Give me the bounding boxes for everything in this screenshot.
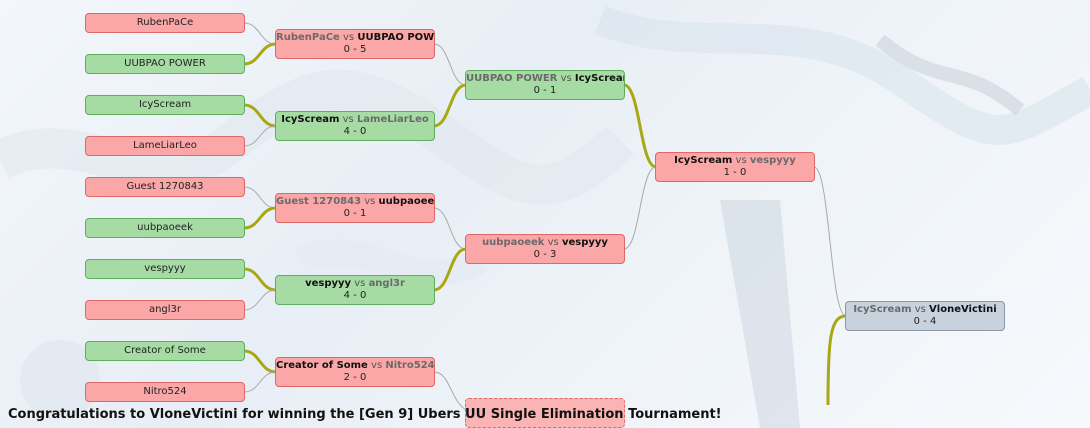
match-score: 0 - 3 — [533, 249, 557, 260]
match-left-player: UUBPAO POWER — [466, 73, 558, 84]
wire-p7 — [243, 267, 277, 292]
wire-r1m2 — [433, 83, 467, 128]
match-players: uubpaoeek vs vespyyy — [466, 237, 624, 249]
match-players: IcyScream vs VloneVictini — [846, 304, 1004, 316]
match-right-player: IcyScream — [574, 73, 624, 84]
wire-p6 — [243, 206, 277, 230]
match-left-player: vespyyy — [305, 278, 352, 289]
match-box[interactable]: vespyyy vs angl3r 4 - 0 — [275, 275, 435, 305]
match-score: 0 - 5 — [343, 44, 367, 55]
match-left-player: uubpaoeek — [482, 237, 545, 248]
wire-p4 — [243, 125, 277, 147]
congratulations-message: Congratulations to VloneVictini for winn… — [8, 407, 722, 422]
match-right-player: angl3r — [368, 278, 405, 289]
match-players: vespyyy vs angl3r — [276, 278, 434, 290]
match-vs: vs — [343, 32, 355, 43]
wire-r2m2 — [623, 166, 657, 250]
wire-r1m1 — [433, 43, 467, 86]
match-score: 4 - 0 — [343, 290, 367, 301]
player-name: Nitro524 — [143, 386, 187, 397]
match-right-player: vespyyy — [749, 155, 796, 166]
match-box[interactable]: Guest 1270843 vs uubpaoeek 0 - 1 — [275, 193, 435, 223]
wire-final-lower — [826, 314, 847, 406]
player-name: angl3r — [148, 304, 182, 315]
match-box-pending[interactable] — [465, 398, 625, 428]
match-right-player: Nitro524 — [385, 360, 435, 371]
player-box[interactable]: uubpaoeek — [85, 218, 245, 238]
match-players: Guest 1270843 vs uubpaoeek — [276, 196, 434, 208]
wire-p10 — [243, 371, 277, 393]
wire-r1m4 — [433, 247, 467, 292]
match-box[interactable]: UUBPAO POWER vs IcyScream 0 - 1 — [465, 70, 625, 100]
player-box[interactable]: IcyScream — [85, 95, 245, 115]
final-match-box[interactable]: IcyScream vs VloneVictini 0 - 4 — [845, 301, 1005, 331]
player-box[interactable]: UUBPAO POWER — [85, 54, 245, 74]
player-name: vespyyy — [144, 263, 186, 274]
match-score: 0 - 1 — [343, 208, 367, 219]
match-score: 2 - 0 — [343, 372, 367, 383]
match-left-player: Guest 1270843 — [276, 196, 362, 207]
wire-r2m1 — [623, 83, 657, 169]
match-left-player: IcyScream — [674, 155, 733, 166]
player-box[interactable]: vespyyy — [85, 259, 245, 279]
wire-p9 — [243, 349, 277, 374]
player-name: IcyScream — [138, 99, 192, 110]
match-players: RubenPaCe vs UUBPAO POWER — [276, 32, 434, 44]
player-name: uubpaoeek — [137, 222, 193, 233]
match-vs: vs — [547, 237, 559, 248]
match-score: 0 - 1 — [533, 85, 557, 96]
match-score: 1 - 0 — [723, 167, 747, 178]
match-right-player: VloneVictini — [929, 304, 997, 315]
match-score: 0 - 4 — [913, 316, 937, 327]
match-vs: vs — [735, 155, 747, 166]
player-box[interactable]: angl3r — [85, 300, 245, 320]
match-players: Creator of Some vs Nitro524 — [276, 360, 434, 372]
match-score: 4 - 0 — [343, 126, 367, 137]
match-right-player: vespyyy — [561, 237, 608, 248]
match-left-player: RubenPaCe — [276, 32, 340, 43]
player-box[interactable]: Guest 1270843 — [85, 177, 245, 197]
match-right-player: UUBPAO POWER — [357, 32, 435, 43]
wire-r1m5 — [433, 371, 467, 411]
match-players: IcyScream vs vespyyy — [656, 155, 814, 167]
match-vs: vs — [364, 196, 376, 207]
player-name: UUBPAO POWER — [124, 58, 206, 69]
match-right-player: uubpaoeek — [378, 196, 435, 207]
wire-r1m3 — [433, 207, 467, 250]
match-vs: vs — [914, 304, 926, 315]
match-left-player: Creator of Some — [276, 360, 368, 371]
player-box[interactable]: Nitro524 — [85, 382, 245, 402]
match-right-player: LameLiarLeo — [356, 114, 429, 125]
wire-p2 — [243, 42, 277, 66]
player-name: Creator of Some — [124, 345, 206, 356]
match-box[interactable]: IcyScream vs vespyyy 1 - 0 — [655, 152, 815, 182]
match-box[interactable]: uubpaoeek vs vespyyy 0 - 3 — [465, 234, 625, 264]
match-players: IcyScream vs LameLiarLeo — [276, 114, 434, 126]
match-left-player: IcyScream — [281, 114, 340, 125]
player-box[interactable]: Creator of Some — [85, 341, 245, 361]
match-left-player: IcyScream — [853, 304, 912, 315]
wire-p3 — [243, 103, 277, 128]
player-name: LameLiarLeo — [133, 140, 197, 151]
match-box[interactable]: IcyScream vs LameLiarLeo 4 - 0 — [275, 111, 435, 141]
player-box[interactable]: LameLiarLeo — [85, 136, 245, 156]
match-vs: vs — [354, 278, 366, 289]
match-vs: vs — [342, 114, 354, 125]
match-vs: vs — [560, 73, 572, 84]
player-name: Guest 1270843 — [126, 181, 204, 192]
match-box[interactable]: RubenPaCe vs UUBPAO POWER 0 - 5 — [275, 29, 435, 59]
match-vs: vs — [371, 360, 383, 371]
wire-p8 — [243, 289, 277, 311]
match-players: UUBPAO POWER vs IcyScream — [466, 73, 624, 85]
wire-p5 — [243, 186, 277, 209]
wire-r3m1 — [813, 166, 847, 317]
wire-p1 — [243, 22, 277, 45]
match-box[interactable]: Creator of Some vs Nitro524 2 - 0 — [275, 357, 435, 387]
player-name: RubenPaCe — [136, 17, 194, 28]
player-box[interactable]: RubenPaCe — [85, 13, 245, 33]
